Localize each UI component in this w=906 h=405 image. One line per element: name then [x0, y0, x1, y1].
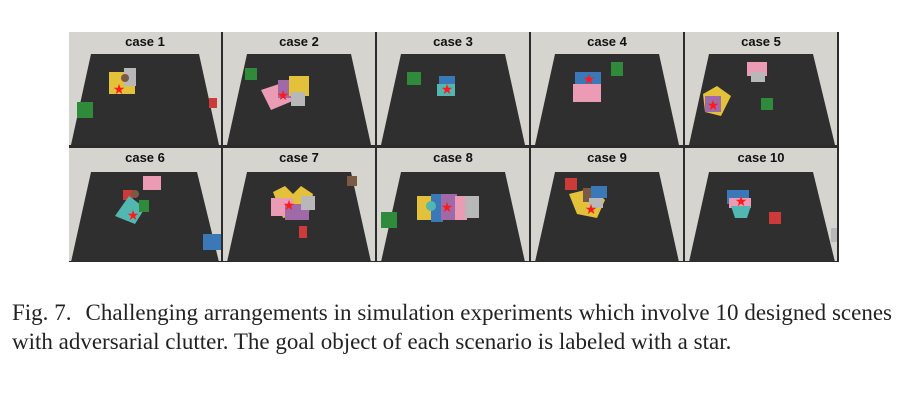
scene-case-10: ★ — [685, 148, 837, 261]
panel-case-1: ★ case 1 — [69, 32, 221, 145]
svg-text:★: ★ — [583, 72, 596, 88]
figure-number: Fig. 7. — [12, 300, 72, 325]
svg-text:★: ★ — [441, 82, 454, 98]
panel-case-2: ★ case 2 — [223, 32, 375, 145]
simulation-figure: ★ case 1 ★ case 2 ★ case 3 — [69, 32, 839, 262]
panel-case-9: ★ case 9 — [531, 148, 683, 261]
case-label: case 3 — [433, 34, 473, 49]
svg-text:★: ★ — [127, 208, 140, 224]
scene-case-3: ★ — [377, 32, 529, 145]
scene-case-8: ★ — [377, 148, 529, 261]
svg-text:★: ★ — [441, 200, 454, 216]
scene-case-9: ★ — [531, 148, 683, 261]
case-label: case 7 — [279, 150, 319, 165]
panel-case-3: ★ case 3 — [377, 32, 529, 145]
panel-case-4: ★ case 4 — [531, 32, 683, 145]
panel-case-7: ★ case 7 — [223, 148, 375, 261]
svg-text:★: ★ — [113, 82, 126, 98]
scene-case-1: ★ — [69, 32, 221, 145]
svg-text:★: ★ — [735, 194, 748, 210]
svg-text:★: ★ — [707, 98, 720, 114]
case-label: case 5 — [741, 34, 781, 49]
panel-case-8: ★ case 8 — [377, 148, 529, 261]
case-label: case 4 — [587, 34, 627, 49]
scene-case-6: ★ — [69, 148, 221, 261]
case-label: case 6 — [125, 150, 165, 165]
case-label: case 10 — [737, 150, 785, 165]
scene-case-7: ★ — [223, 148, 375, 261]
panel-case-10: ★ case 10 — [685, 148, 837, 261]
case-label: case 1 — [125, 34, 165, 49]
panel-case-5: ★ case 5 — [685, 32, 837, 145]
figure-caption: Fig. 7.Challenging arrangements in simul… — [12, 298, 892, 356]
case-label: case 2 — [279, 34, 319, 49]
scene-case-4: ★ — [531, 32, 683, 145]
svg-text:★: ★ — [277, 88, 290, 104]
case-label: case 8 — [433, 150, 473, 165]
scene-case-2: ★ — [223, 32, 375, 145]
case-label: case 9 — [587, 150, 627, 165]
panel-case-6: ★ case 6 — [69, 148, 221, 261]
scene-case-5: ★ — [685, 32, 837, 145]
svg-text:★: ★ — [585, 202, 598, 218]
svg-text:★: ★ — [283, 198, 296, 214]
caption-text: Challenging arrangements in simulation e… — [12, 300, 892, 354]
